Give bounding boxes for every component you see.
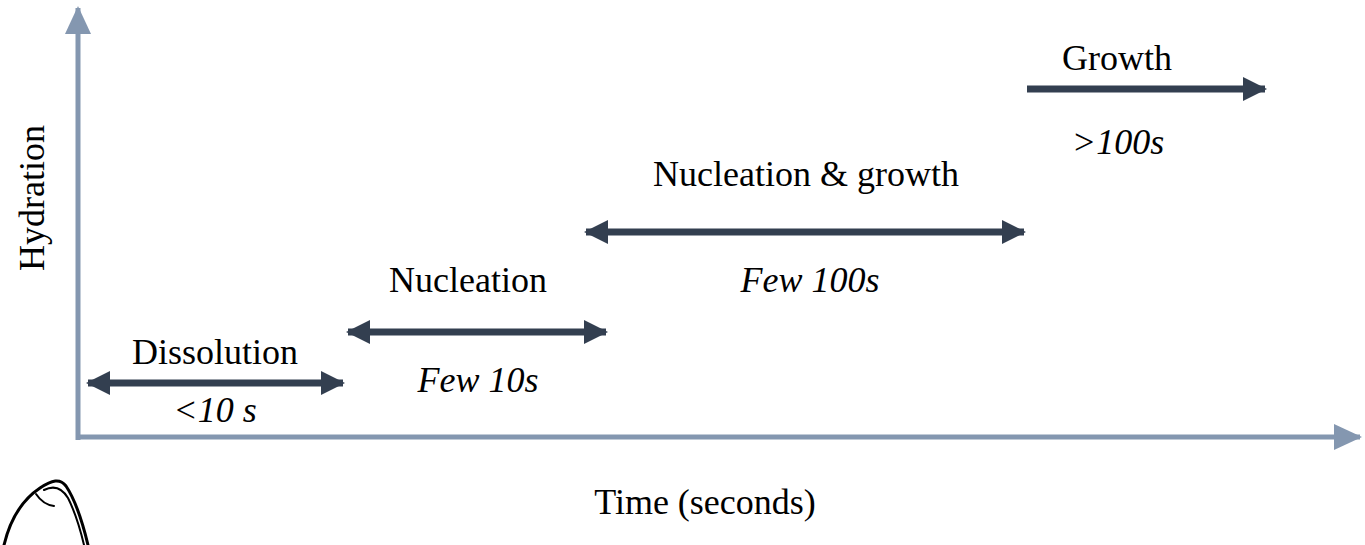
phase-label: Dissolution: [132, 334, 298, 370]
y-axis: [76, 8, 81, 440]
phase-label: <10 s: [173, 392, 256, 428]
phase-arrow: [348, 329, 606, 336]
axis-title: Time (seconds): [594, 484, 816, 520]
phase-arrow: [1027, 86, 1265, 93]
sketch-fragment: [4, 481, 88, 545]
phase-label: Growth: [1062, 40, 1172, 76]
phase-label: Nucleation: [389, 262, 547, 298]
phase-arrow: [586, 229, 1024, 236]
axis-title: Hydration: [14, 125, 50, 271]
phase-label: Few 10s: [418, 362, 539, 398]
phase-label: >100s: [1072, 124, 1164, 160]
phase-arrow: [88, 380, 343, 387]
phase-label: Few 100s: [741, 262, 880, 298]
phase-label: Nucleation & growth: [653, 156, 959, 192]
x-axis: [76, 435, 1360, 440]
